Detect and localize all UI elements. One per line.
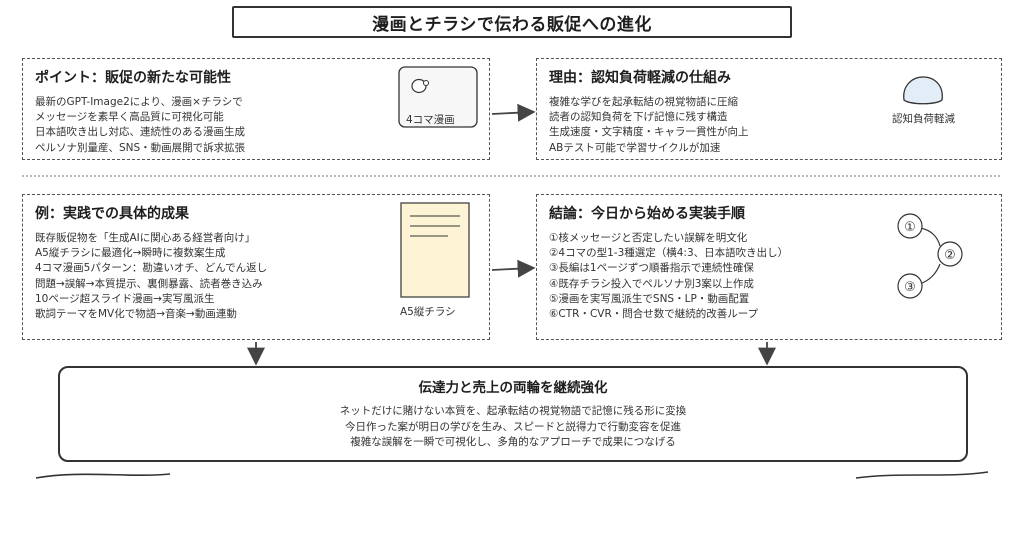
list-item: ペルソナ別量産、SNS・動画展開で訴求拡張	[35, 141, 246, 154]
panel-reason: 理由：認知負荷軽減の仕組み 複雑な学びを起承転結の視覚物語に圧縮 読者の認知負荷…	[536, 58, 1002, 160]
cognitive-load-label: 認知負荷軽減	[892, 113, 955, 125]
panel-conclusion: 結論：今日から始める実装手順 ①核メッセージと否定したい誤解を明文化 ②4コマの…	[536, 194, 1002, 340]
decorative-stroke-right	[855, 471, 989, 479]
panel-conclusion-list: ①核メッセージと否定したい誤解を明文化 ②4コマの型1-3種選定（横4:3、日本…	[549, 231, 991, 322]
four-panel-manga-icon: 4コマ漫画	[398, 66, 478, 128]
cycle-node-2: ②	[944, 248, 956, 263]
summary-line: 今日作った案が明日の学びを生み、スピードと説得力で行動変容を促進	[345, 420, 681, 433]
panel-conclusion-heading: 結論：今日から始める実装手順	[549, 206, 745, 222]
panel-point-heading: ポイント：販促の新たな可能性	[35, 70, 231, 86]
list-item: 問題→誤解→本質提示、裏側暴露、読者巻き込み	[35, 277, 263, 290]
list-item: 4コマ漫画5パターン：勘違いオチ、どんでん返し	[35, 262, 268, 275]
list-item: 歌詞テーマをMV化で物語→音楽→動画連動	[35, 308, 237, 321]
page-title-text: 漫画とチラシで伝わる販促への進化	[372, 14, 652, 35]
arrow-example-to-conclusion	[491, 259, 536, 278]
panel-example-list: 既存販促物を「生成AIに関心ある経営者向け」 A5縦チラシに最適化→瞬時に複数案…	[35, 231, 479, 322]
brain-icon	[900, 74, 946, 108]
summary-line: ネットだけに賭けない本質を、起承転結の視覚物語で記憶に残る形に変換	[339, 405, 687, 417]
cycle-node-1: ①	[904, 220, 916, 235]
cycle-nodes-icon: ① ② ③	[890, 210, 970, 302]
cycle-node-3: ③	[904, 280, 916, 295]
flyer-label: A5縦チラシ	[400, 306, 456, 318]
panel-example-heading: 例：実践での具体的成果	[35, 206, 189, 222]
summary-line: 複雑な誤解を一瞬で可視化し、多角的なアプローチで成果につなげる	[350, 436, 676, 448]
flyer-icon	[400, 202, 470, 298]
summary-heading: 伝達力と売上の両輪を継続強化	[418, 380, 608, 396]
panel-reason-heading: 理由：認知負荷軽減の仕組み	[549, 70, 731, 86]
page-title: 漫画とチラシで伝わる販促への進化	[232, 6, 792, 38]
list-item: 複雑な学びを起承転結の視覚物語に圧縮	[549, 96, 738, 108]
list-item: メッセージを素早く高品質に可視化可能	[35, 111, 224, 124]
list-item: A5縦チラシに最適化→瞬時に複数案生成	[35, 247, 226, 260]
panel-reason-list: 複雑な学びを起承転結の視覚物語に圧縮 読者の認知負荷を下げ記憶に残す構造 生成速…	[549, 95, 991, 156]
list-item: 最新のGPT-Image2により、漫画×チラシで	[35, 96, 243, 108]
list-item: ①核メッセージと否定したい誤解を明文化	[549, 232, 748, 244]
decorative-stroke-left	[35, 473, 171, 479]
four-panel-manga-label: 4コマ漫画	[406, 114, 455, 126]
list-item: 既存販促物を「生成AIに関心ある経営者向け」	[35, 232, 256, 244]
list-item: ⑤漫画を実写風派生でSNS・LP・動画配置	[549, 292, 750, 305]
list-item: ④既存チラシ投入でペルソナ別3案以上作成	[549, 277, 754, 290]
list-item: 生成速度・文字精度・キャラ一貫性が向上	[549, 126, 749, 139]
panel-point-list: 最新のGPT-Image2により、漫画×チラシで メッセージを素早く高品質に可視…	[35, 95, 479, 156]
list-item: ABテスト可能で学習サイクルが加速	[549, 141, 721, 154]
list-item: ②4コマの型1-3種選定（横4:3、日本語吹き出し）	[549, 247, 789, 260]
list-item: 読者の認知負荷を下げ記憶に残す構造	[549, 111, 728, 124]
summary-box: 伝達力と売上の両輪を継続強化 ネットだけに賭けない本質を、起承転結の視覚物語で記…	[58, 366, 968, 462]
arrow-point-to-reason	[491, 103, 536, 122]
list-item: 日本語吹き出し対応、連続性のある漫画生成	[35, 126, 245, 139]
list-item: ⑥CTR・CVR・問合せ数で継続的改善ループ	[549, 308, 759, 321]
list-item: ③長編は1ページずつ順番指示で連続性確保	[549, 262, 754, 275]
list-item: 10ページ超スライド漫画→実写風派生	[35, 292, 215, 305]
